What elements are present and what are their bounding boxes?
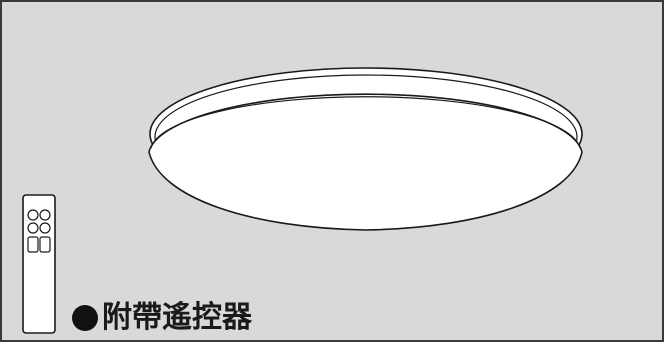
ceiling-light-icon: [148, 67, 583, 231]
bullet-icon: [72, 305, 98, 331]
accessory-caption: 附帶遙控器: [72, 298, 252, 338]
remote-control-icon: [22, 194, 56, 334]
caption-text: 附帶遙控器: [102, 300, 252, 335]
